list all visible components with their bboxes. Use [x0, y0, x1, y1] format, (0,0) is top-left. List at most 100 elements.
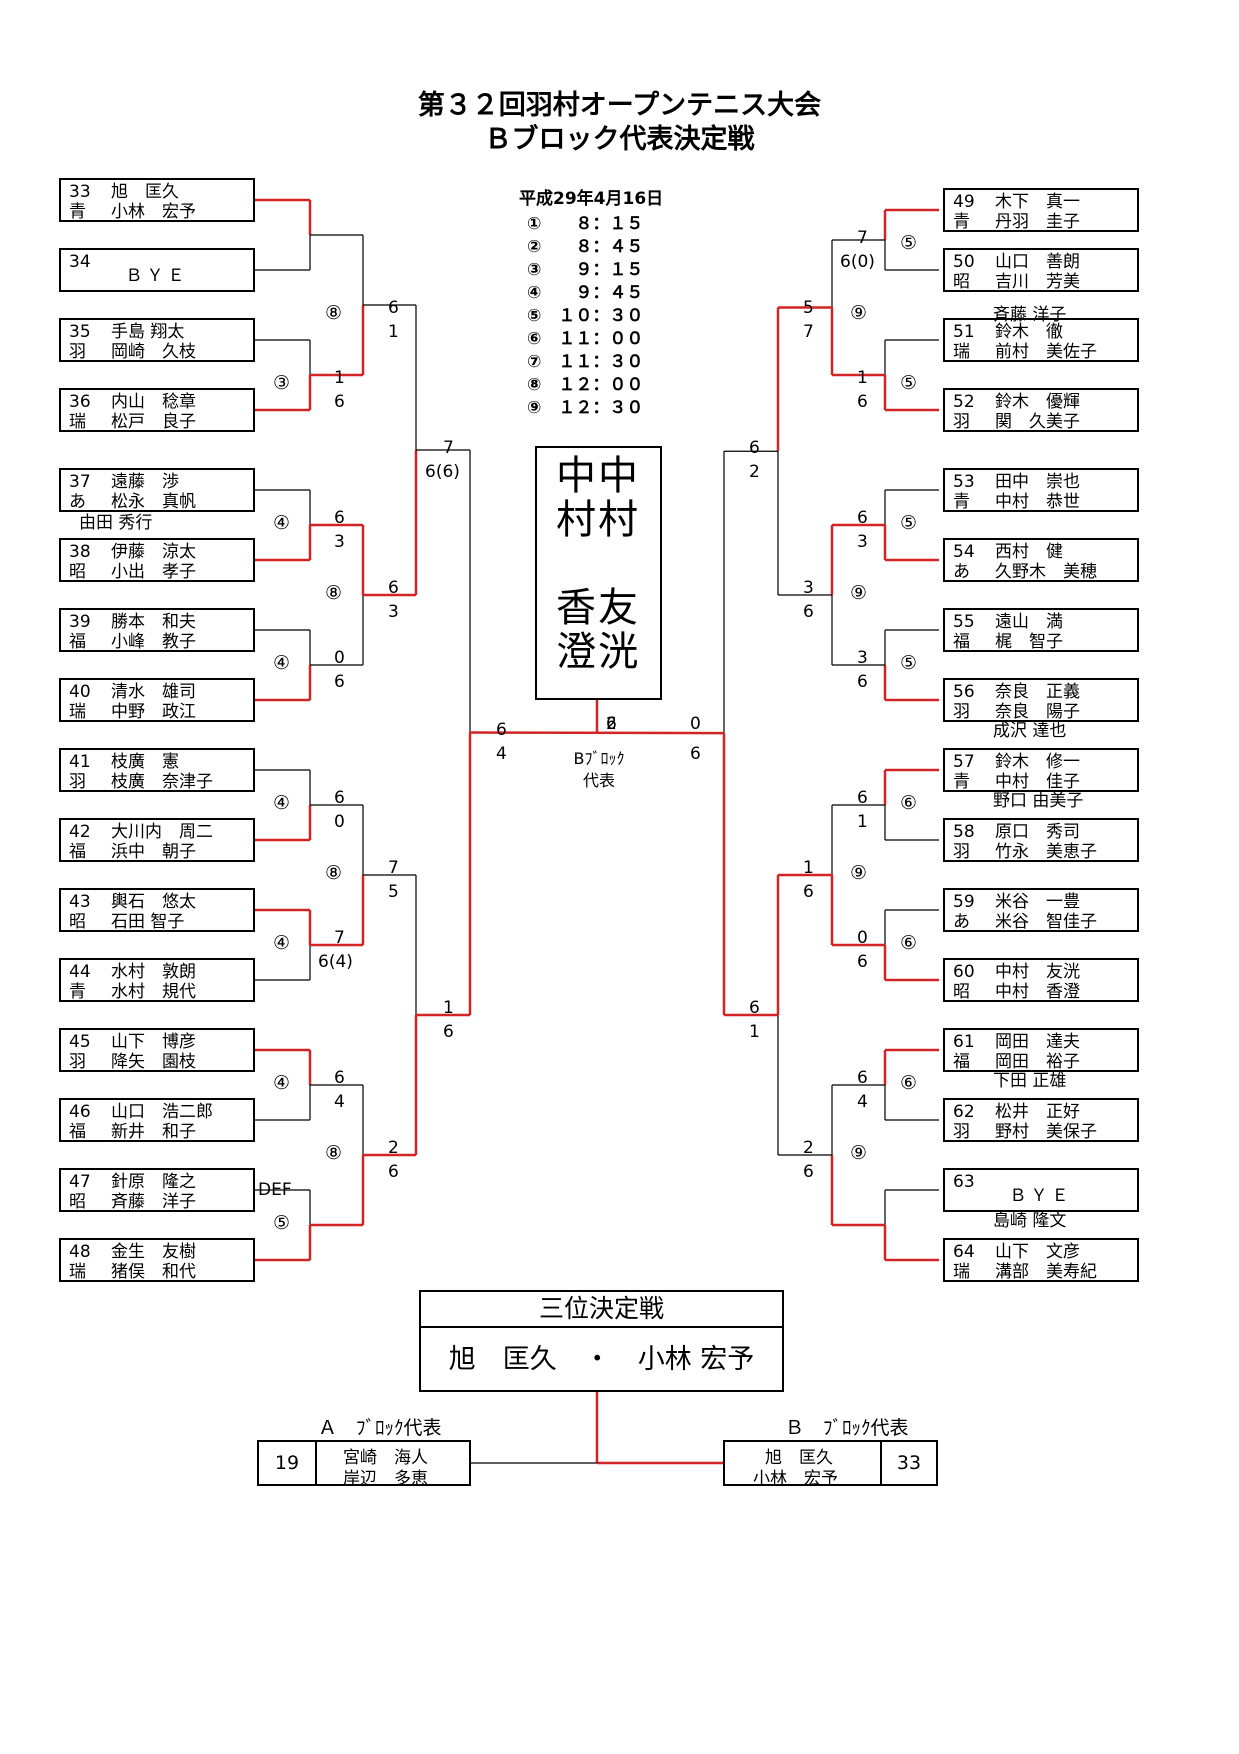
match-slot: ⑧ [325, 302, 343, 324]
player-1: 米谷 一豊 [995, 892, 1080, 912]
match-score: 1 [749, 1022, 760, 1042]
seed-number: 41 [69, 752, 91, 772]
seed-number: 44 [69, 962, 91, 982]
match-slot: ④ [273, 652, 291, 674]
player-2: 野村 美保子 [995, 1122, 1097, 1142]
match-score: 0 [334, 812, 345, 832]
match-score: 6(4) [318, 952, 353, 972]
match-score: 6 [334, 1068, 345, 1088]
club-code: 福 [953, 632, 970, 652]
match-score: 1 [803, 858, 814, 878]
match-score: 6 [443, 1022, 454, 1042]
match-score: 6 [857, 788, 868, 808]
match-score: 3 [857, 648, 868, 668]
schedule-time: ⑤ １０：３０ [527, 306, 644, 326]
match-score: 6 [857, 952, 868, 972]
champion-surname: 中村 [556, 453, 596, 543]
player-2: 吉川 芳美 [995, 272, 1080, 292]
match-score: 6 [606, 714, 617, 734]
seed-number: 34 [69, 252, 91, 272]
player-1: 奈良 正義 [995, 682, 1080, 702]
player-1: 西村 健 [995, 542, 1063, 562]
match-slot: ⑨ [850, 862, 868, 884]
club-code: 福 [69, 632, 86, 652]
club-code: 青 [69, 202, 86, 222]
champion-box: 中村 友洸 中村 香澄 [535, 446, 662, 700]
schedule-time: ① ８：１５ [527, 214, 644, 234]
seed-number: 57 [953, 752, 975, 772]
champion-given: 香澄 [556, 585, 596, 675]
player-2: 小林 宏予 [111, 202, 196, 222]
player-2: 小峰 教子 [111, 632, 196, 652]
player-1: 岡田 達夫 [995, 1032, 1080, 1052]
rep-b-num: 33 [880, 1442, 936, 1484]
schedule-time: ④ ９：４５ [527, 283, 644, 303]
seed-number: 35 [69, 322, 91, 342]
match-slot: ⑤ [900, 232, 918, 254]
player-2: 溝部 美寿紀 [995, 1262, 1097, 1282]
match-score: 6 [803, 602, 814, 622]
match-slot: ④ [273, 512, 291, 534]
seed-number: 58 [953, 822, 975, 842]
seed-number: 36 [69, 392, 91, 412]
match-slot: ④ [273, 792, 291, 814]
seed-number: 48 [69, 1242, 91, 1262]
player-1: 遠山 満 [995, 612, 1063, 632]
match-slot: ⑥ [900, 932, 918, 954]
third-place-title: 三位決定戦 [421, 1292, 782, 1328]
seed-number: 37 [69, 472, 91, 492]
player-2: 斉藤 洋子 [111, 1192, 196, 1212]
match-score: 6 [388, 1162, 399, 1182]
match-score: 7 [443, 438, 454, 458]
player-1: 伊藤 涼太 [111, 542, 196, 562]
match-slot: ④ [273, 932, 291, 954]
club-code: 羽 [953, 412, 970, 432]
player-2: 中村 恭世 [995, 492, 1080, 512]
match-score: 4 [334, 1092, 345, 1112]
rep-a-label: Ａ ﾌﾞﾛｯｸ代表 [318, 1417, 442, 1439]
player-1: 山口 善朗 [995, 252, 1080, 272]
champion-given: 友洸 [598, 585, 638, 675]
bracket-line [469, 731, 725, 735]
block-subtitle: Ｂブロック代表決定戦 [484, 124, 755, 155]
match-slot: ⑧ [325, 862, 343, 884]
match-score: 1 [443, 998, 454, 1018]
seed-number: 59 [953, 892, 975, 912]
champion-surname: 中村 [598, 453, 638, 543]
final-label: Bﾌﾞﾛｯｸ 代表 [573, 749, 625, 790]
player-1: 手島 翔太 [111, 322, 185, 342]
club-code: 羽 [69, 1052, 86, 1072]
match-slot: ⑨ [850, 302, 868, 324]
player-2: 石田 智子 [111, 912, 185, 932]
schedule-time: ⑧ １２：００ [527, 375, 644, 395]
substitute-name: 野口 由美子 [993, 791, 1084, 811]
match-score: 6 [334, 672, 345, 692]
player-2: 米谷 智佳子 [995, 912, 1097, 932]
player-1: 山下 文彦 [995, 1242, 1080, 1262]
club-code: 羽 [953, 702, 970, 722]
player-2: 水村 規代 [111, 982, 196, 1002]
match-slot: ③ [273, 372, 291, 394]
match-score: 1 [857, 812, 868, 832]
match-slot: ⑤ [900, 512, 918, 534]
club-code: 瑞 [69, 1262, 86, 1282]
rep-b-label: Ｂ ﾌﾞﾛｯｸ代表 [785, 1417, 909, 1439]
seed-number: 61 [953, 1032, 975, 1052]
match-score: 6 [803, 1162, 814, 1182]
match-score: 5 [803, 298, 814, 318]
player-2: 中村 佳子 [995, 772, 1080, 792]
